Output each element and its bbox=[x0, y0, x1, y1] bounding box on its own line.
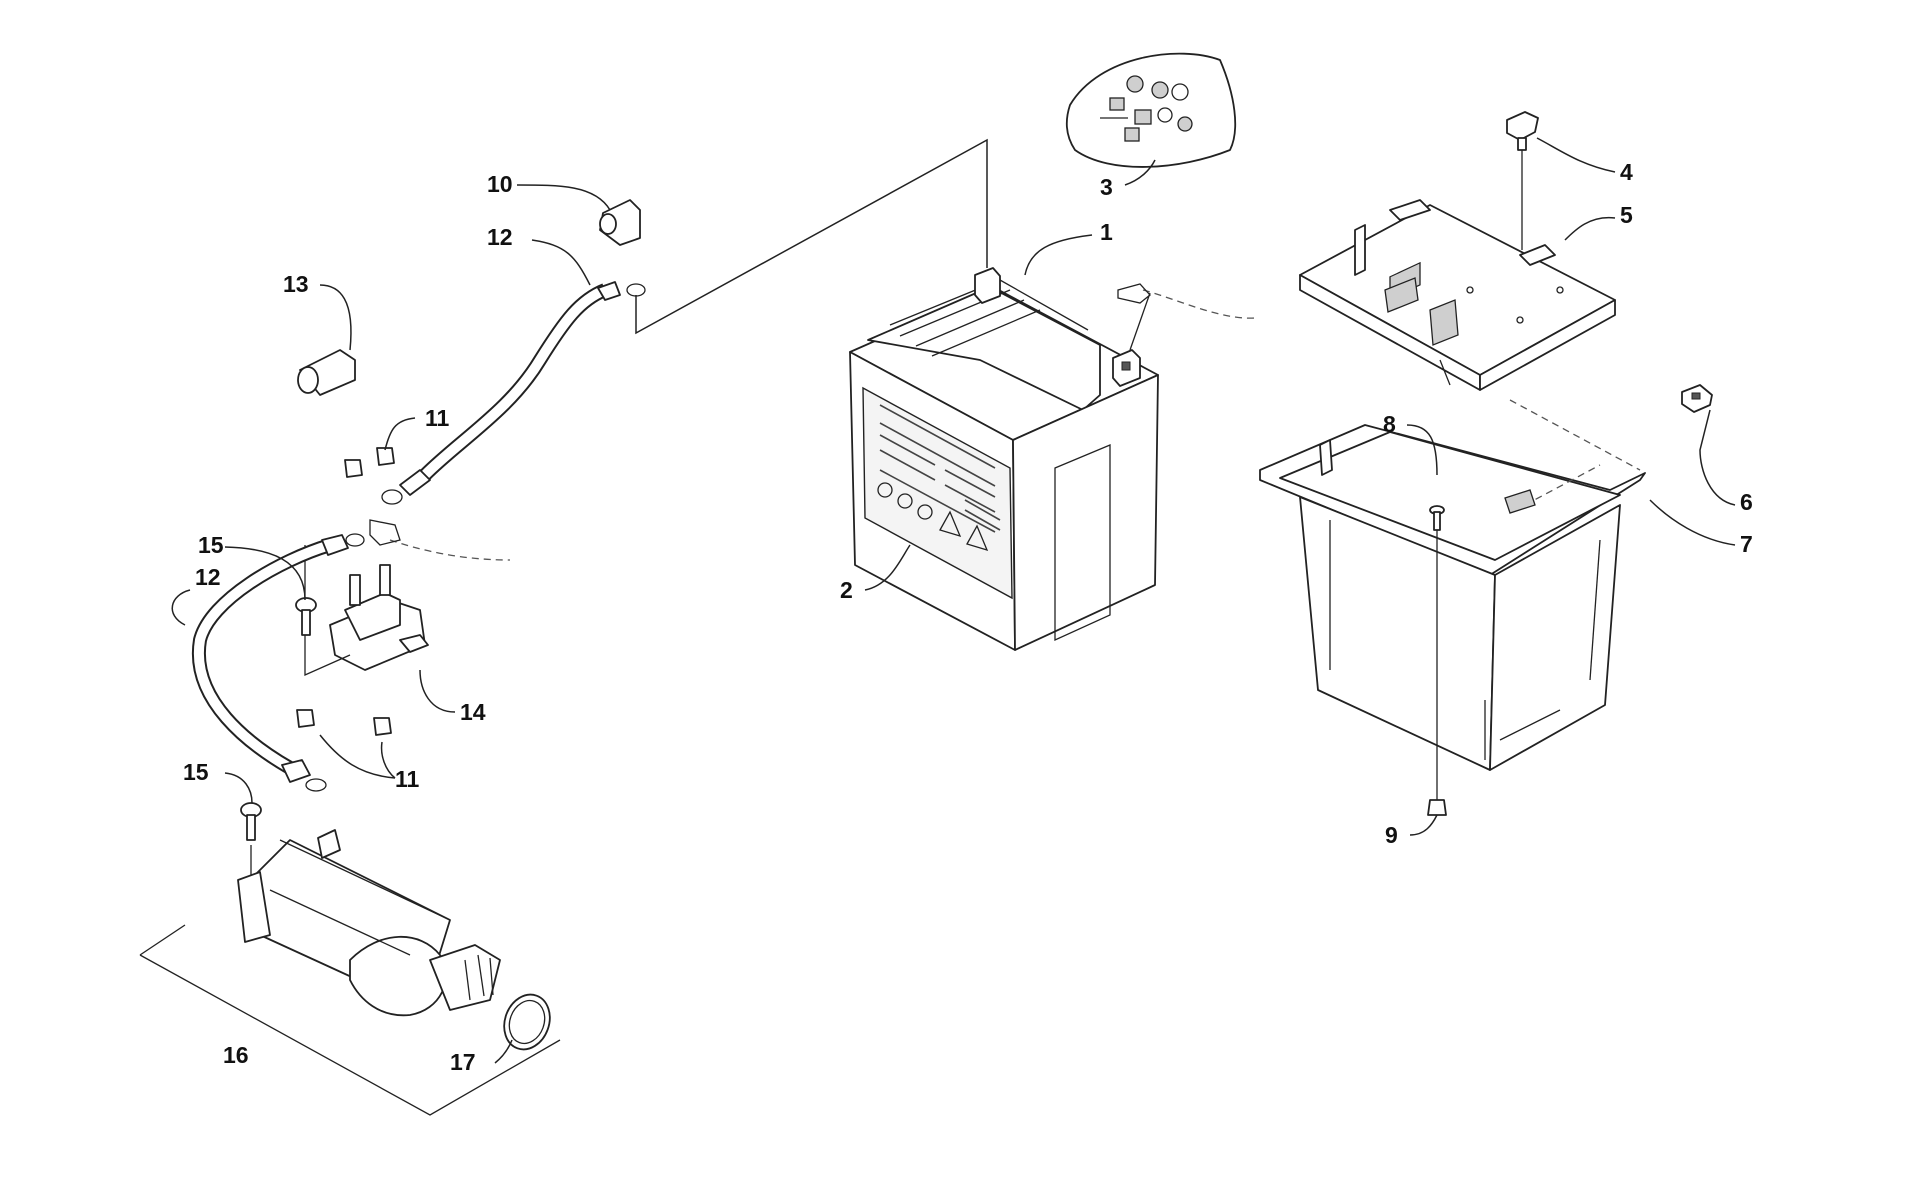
callout-5: 5 bbox=[1620, 202, 1633, 228]
terminal-connector-line bbox=[635, 138, 988, 335]
callout-15-lower: 15 bbox=[183, 759, 209, 785]
callout-6: 6 bbox=[1740, 489, 1753, 515]
callout-3: 3 bbox=[1100, 174, 1113, 200]
battery-cable-lower bbox=[191, 533, 365, 792]
callout-16: 16 bbox=[223, 1042, 249, 1068]
callout-14: 14 bbox=[460, 699, 486, 725]
terminal-nut-lower bbox=[296, 709, 392, 736]
tray-nut bbox=[1427, 799, 1447, 816]
battery-tray bbox=[1259, 399, 1646, 771]
callout-17: 17 bbox=[450, 1049, 476, 1075]
solenoid-bolt bbox=[295, 597, 317, 636]
starter-solenoid bbox=[304, 519, 511, 677]
callout-10: 10 bbox=[487, 171, 513, 197]
battery-cable-upper bbox=[381, 281, 646, 505]
callout-8: 8 bbox=[1383, 411, 1396, 437]
tray-screw bbox=[1429, 505, 1445, 800]
starter-bolt bbox=[240, 802, 262, 880]
starter-motor bbox=[139, 829, 561, 1116]
callout-2: 2 bbox=[840, 577, 853, 603]
solenoid-terminal-boot bbox=[297, 349, 356, 396]
terminal-nut-upper bbox=[344, 447, 395, 478]
callout-7: 7 bbox=[1740, 531, 1753, 557]
hardware-kit-bag bbox=[1065, 52, 1237, 168]
callout-12-upper: 12 bbox=[487, 224, 513, 250]
callout-15-upper: 15 bbox=[198, 532, 224, 558]
starter-o-ring bbox=[503, 993, 551, 1051]
hold-down-knob bbox=[1506, 111, 1539, 250]
callout-1: 1 bbox=[1100, 219, 1113, 245]
battery-hold-down-bracket bbox=[1299, 199, 1616, 391]
callout-12-lower: 12 bbox=[195, 564, 221, 590]
ground-cable-ghost bbox=[1142, 289, 1256, 319]
callout-11-upper: 11 bbox=[425, 405, 450, 431]
positive-terminal-boot bbox=[599, 199, 641, 246]
callout-13: 13 bbox=[283, 271, 309, 297]
callout-11-lower: 11 bbox=[395, 766, 420, 792]
callout-4: 4 bbox=[1620, 159, 1633, 185]
callout-9: 9 bbox=[1385, 822, 1398, 848]
tray-clip bbox=[1681, 384, 1713, 413]
battery bbox=[849, 267, 1159, 651]
